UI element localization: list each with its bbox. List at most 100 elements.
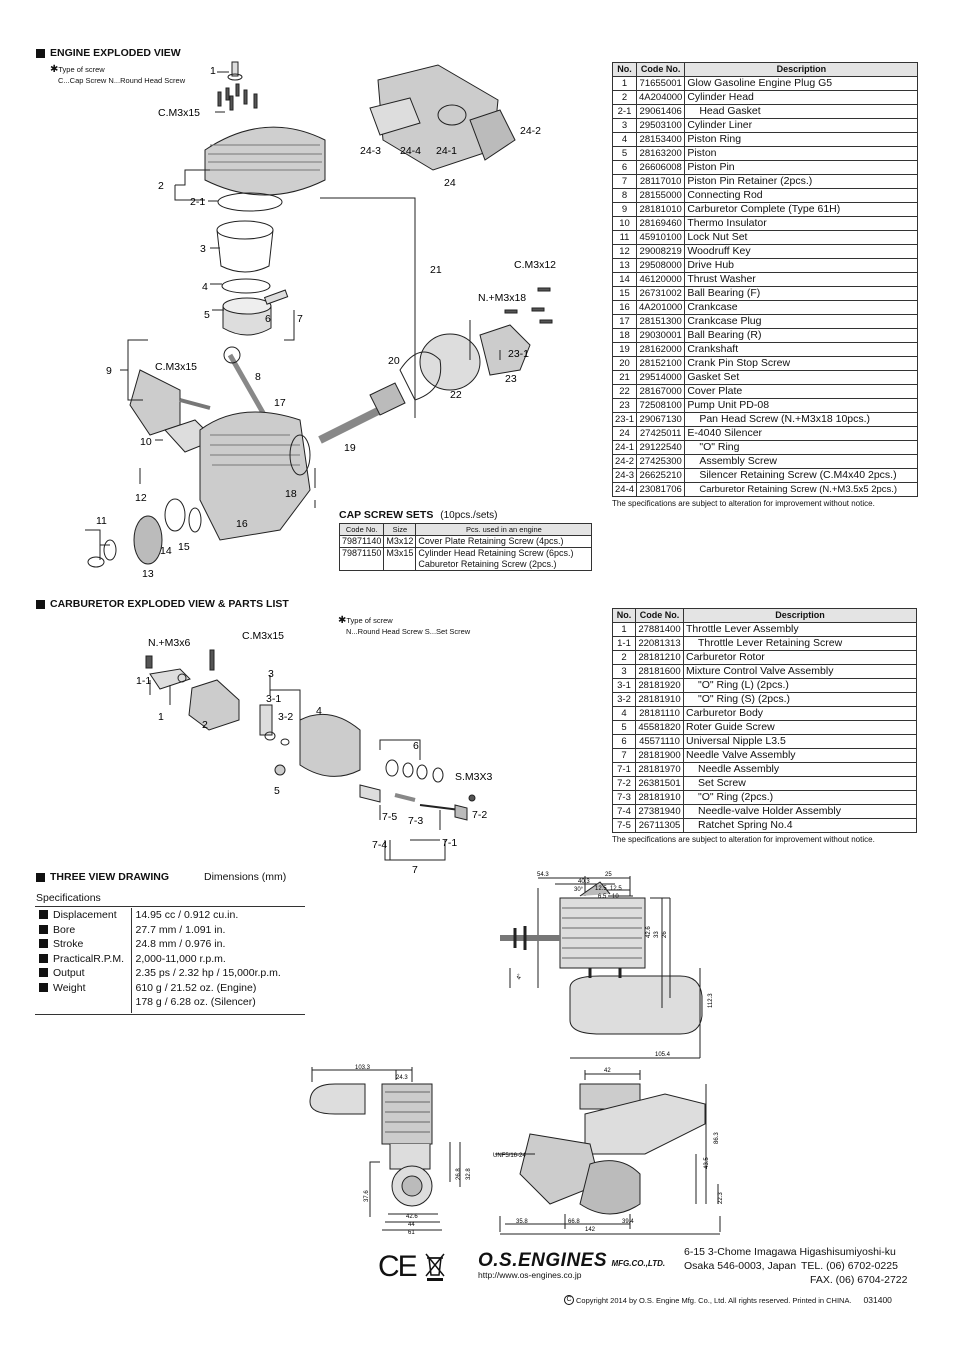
cell-code: 28181010 bbox=[636, 202, 686, 217]
cell-no: 7-3 bbox=[612, 790, 636, 805]
cell-desc: Throttle Lever Assembly bbox=[683, 622, 917, 637]
cap-screw-title: CAP SCREW SETS bbox=[339, 509, 434, 521]
cell-code: 4A201000 bbox=[636, 300, 686, 315]
cap-screw-sets: CAP SCREW SETS (10pcs./sets) Code No. Si… bbox=[338, 509, 593, 571]
cell-desc: "O" Ring bbox=[684, 440, 919, 455]
cell-no: 1 bbox=[611, 76, 638, 91]
carb-callout-7-3: 7-3 bbox=[408, 815, 423, 827]
col-no: No. bbox=[611, 62, 638, 77]
col-no: No. bbox=[612, 608, 636, 623]
specs-title: Specifications bbox=[36, 892, 101, 904]
cell-code: 27881400 bbox=[635, 622, 684, 637]
cell-code: 27381940 bbox=[635, 804, 684, 819]
carb-callout-5: 5 bbox=[274, 785, 280, 797]
engine-section-title: ENGINE EXPLODED VIEW bbox=[36, 47, 181, 59]
cell-code: 26381501 bbox=[635, 776, 684, 791]
callout-14: 14 bbox=[160, 545, 172, 557]
callout-9: 9 bbox=[106, 365, 112, 377]
svg-text:22.3: 22.3 bbox=[718, 1192, 724, 1204]
cell-code: 28153400 bbox=[636, 132, 686, 147]
cell-no: 22 bbox=[611, 384, 638, 399]
website-url[interactable]: http://www.os-engines.co.jp bbox=[478, 1270, 582, 1280]
carb-parts-note: The specifications are subject to altera… bbox=[612, 835, 875, 844]
cell-no: 2 bbox=[612, 650, 636, 665]
cell-no: 16 bbox=[611, 300, 638, 315]
col-description: Description bbox=[683, 608, 917, 623]
cell-desc: "O" Ring (S) (2pcs.) bbox=[683, 692, 917, 707]
svg-text:142: 142 bbox=[585, 1227, 596, 1233]
svg-text:40.3: 40.3 bbox=[578, 879, 590, 885]
carb-callout-1-1: 1-1 bbox=[136, 675, 151, 687]
cell-code: 29514000 bbox=[636, 370, 686, 385]
cell-no: 13 bbox=[611, 258, 638, 273]
cell-no: 20 bbox=[611, 356, 638, 371]
callout-2-1: 2-1 bbox=[190, 196, 205, 208]
cell-desc: Piston Pin Retainer (2pcs.) bbox=[684, 174, 919, 189]
callout-12: 12 bbox=[135, 492, 147, 504]
cell-desc: Carburetor Complete (Type 61H) bbox=[684, 202, 919, 217]
cell-code: 28162000 bbox=[636, 342, 686, 357]
cell-no: 24 bbox=[611, 426, 638, 441]
cell-desc: Glow Gasoline Engine Plug G5 bbox=[684, 76, 919, 91]
copyright-icon: C bbox=[564, 1295, 574, 1305]
bullet-square-icon bbox=[39, 910, 48, 919]
cell-desc: "O" Ring (L) (2pcs.) bbox=[683, 678, 917, 693]
three-view-title: THREE VIEW DRAWING Dimensions (mm) bbox=[36, 871, 286, 883]
cell-desc: Set Screw bbox=[683, 776, 917, 791]
cell-desc: Carburetor Body bbox=[683, 706, 917, 721]
cell-desc: Assembly Screw bbox=[684, 454, 919, 469]
cell-no: 1 bbox=[612, 622, 636, 637]
cell-code: 4A204000 bbox=[636, 90, 686, 105]
cell-code: 29030001 bbox=[636, 328, 686, 343]
carb-callout-s-m3x3: S.M3X3 bbox=[455, 771, 493, 783]
callout-cm3x12: C.M3x12 bbox=[514, 259, 556, 271]
cell-code: 46120000 bbox=[636, 272, 686, 287]
callout-17: 17 bbox=[274, 397, 286, 409]
svg-text:42.6: 42.6 bbox=[646, 926, 652, 938]
brand-name: O.S.ENGINES bbox=[478, 1250, 608, 1271]
carb-callout-n-m3x6: N.+M3x6 bbox=[148, 637, 190, 649]
cell-code: 28117010 bbox=[636, 174, 686, 189]
cell-code: 26711305 bbox=[635, 818, 684, 833]
cap-screw-subtitle: (10pcs./sets) bbox=[440, 510, 498, 521]
carb-callout-3-1: 3-1 bbox=[266, 693, 281, 705]
cell-no: 3 bbox=[612, 664, 636, 679]
cell-no: 18 bbox=[611, 328, 638, 343]
svg-text:33: 33 bbox=[654, 931, 660, 938]
cap-screw-table: Code No. Size Pcs. used in an engine 798… bbox=[338, 523, 593, 571]
cell-code: 28181110 bbox=[635, 706, 684, 721]
cell-code: 29122540 bbox=[636, 440, 686, 455]
svg-text:42: 42 bbox=[604, 1068, 611, 1074]
bullet-square-icon bbox=[36, 48, 45, 58]
carb-callout-7-1: 7-1 bbox=[442, 837, 457, 849]
callout-24-2: 24-2 bbox=[520, 125, 541, 137]
carb-callout-4: 4 bbox=[316, 705, 322, 717]
callout-4: 4 bbox=[202, 281, 208, 293]
cell-no: 10 bbox=[611, 216, 638, 231]
cell-desc: Universal Nipple L3.5 bbox=[683, 734, 917, 749]
